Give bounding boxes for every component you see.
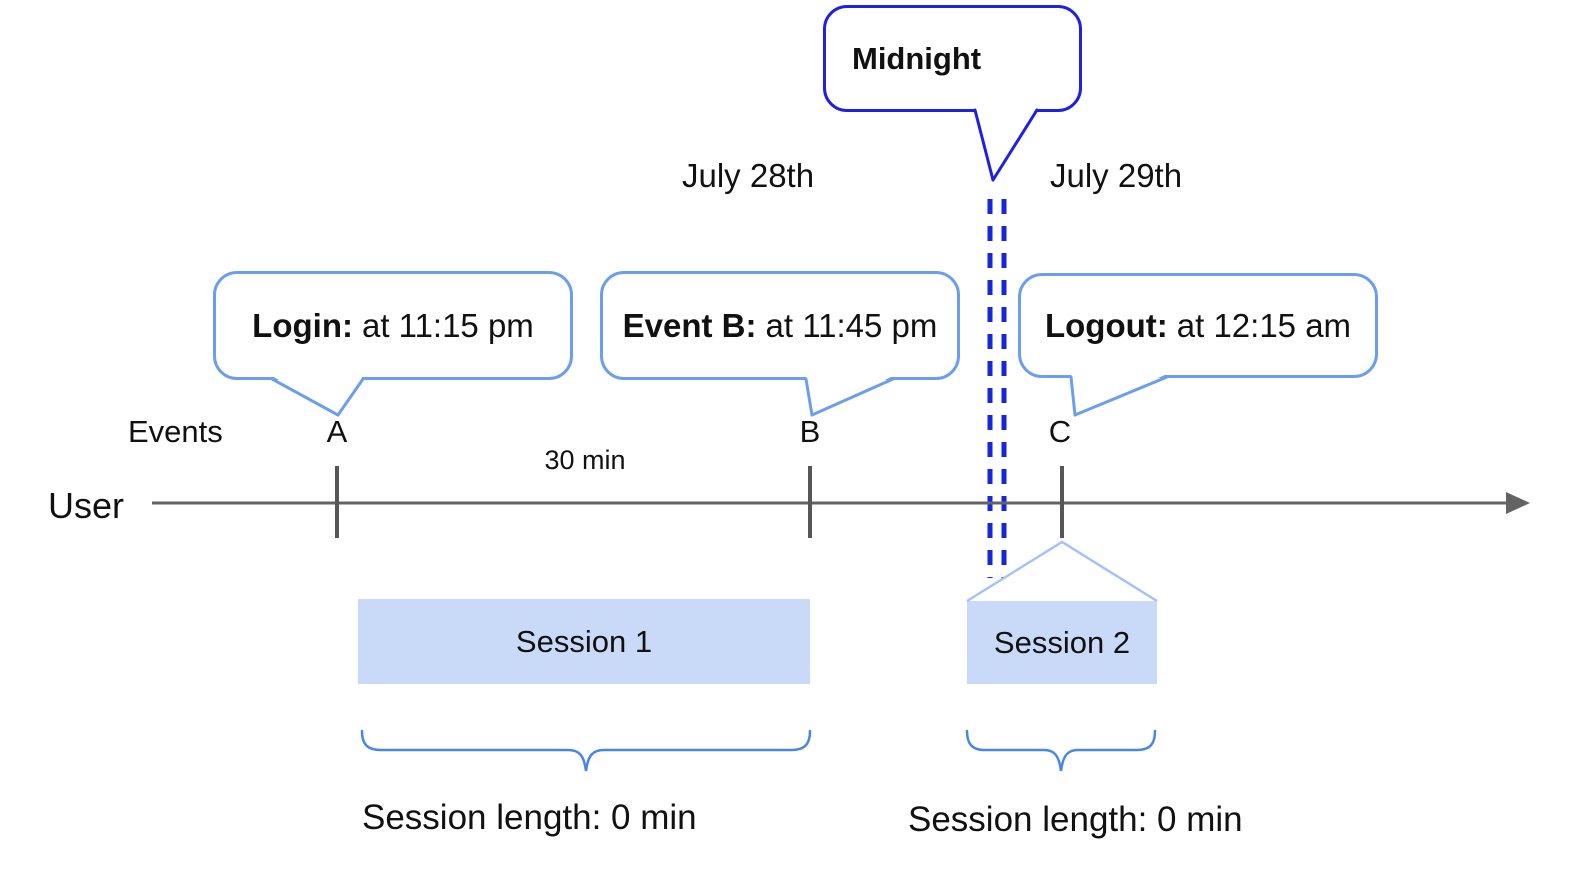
logout-callout-title: Logout: [1044,306,1168,344]
midnight-label: Midnight [852,40,982,76]
login-callout: Login: at 11:15 pm [213,271,573,380]
event-b-callout-detail: at 11:45 pm [765,306,938,344]
session-2-label: Session 2 [993,624,1131,660]
event-marker-b: B [799,414,821,449]
login-callout-title: Login: [252,306,353,344]
date-label-july-29: July 29th [1050,157,1183,194]
session-1-length-label: Session length: 0 min [362,798,697,837]
session-2-bar: Session 2 [967,601,1157,684]
date-label-july-28: July 28th [682,157,815,194]
event-marker-c: C [1048,414,1072,449]
event-b-callout: Event B: at 11:45 pm [600,271,960,380]
logout-callout-detail: at 12:15 am [1176,306,1352,344]
interval-label: 30 min [544,445,626,475]
user-row-label: User [48,485,125,526]
logout-callout: Logout: at 12:15 am [1018,273,1378,378]
session-1-bar: Session 1 [358,599,810,684]
event-marker-a: A [326,414,348,449]
event-b-callout-title: Event B: [622,306,757,344]
midnight-callout: Midnight [823,5,1082,112]
login-callout-detail: at 11:15 pm [361,306,534,344]
events-row-label: Events [128,414,223,449]
session-1-label: Session 1 [515,623,653,659]
session-2-length-label: Session length: 0 min [908,800,1243,839]
